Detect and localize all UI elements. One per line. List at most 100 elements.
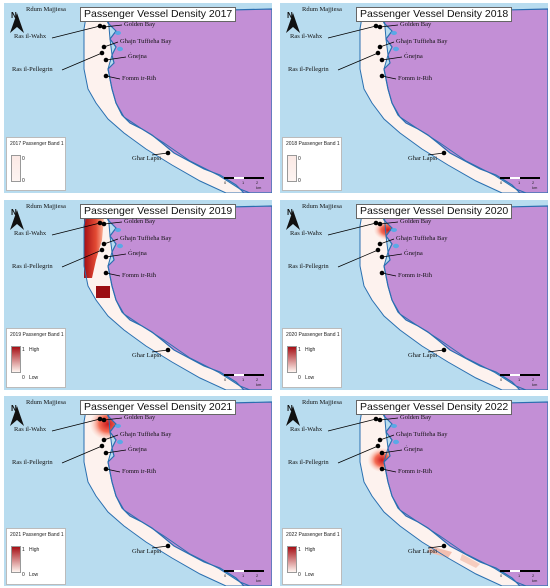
scale-label-0: 0 xyxy=(500,180,503,185)
place-label-ghajn-tuffieha: Għajn Tuffieħa Bay xyxy=(396,38,448,45)
place-label-ghajn-tuffieha: Għajn Tuffieħa Bay xyxy=(396,235,448,242)
panel-title: Passenger Vessel Density 2022 xyxy=(356,400,513,415)
place-label-golden-bay: Golden Bay xyxy=(400,414,432,421)
panel-title: Passenger Vessel Density 2017 xyxy=(80,7,237,22)
place-label-fomm-rih: Fomm ir-Riħ xyxy=(122,468,156,475)
place-label-rdum: Rdum Majjiesa xyxy=(302,399,342,406)
place-label-ras-pellegrin: Ras il-Pellegrin xyxy=(288,263,329,270)
legend-top-value: 1 xyxy=(298,347,301,353)
legend-top-value: 1 xyxy=(22,347,25,353)
place-label-gnejna: Ġnejna xyxy=(404,250,423,257)
place-label-gnejna: Ġnejna xyxy=(128,250,147,257)
place-label-fomm-rih: Fomm ir-Riħ xyxy=(398,75,432,82)
place-label-rdum: Rdum Majjiesa xyxy=(26,203,66,210)
panel-title: Passenger Vessel Density 2020 xyxy=(356,204,513,219)
scale-label-2: 2 km xyxy=(532,180,538,190)
legend-top-value: 1 xyxy=(298,547,301,553)
place-label-rdum: Rdum Majjiesa xyxy=(302,203,342,210)
map-panel-5: N Passenger Vessel Density 2021 Rdum Maj… xyxy=(4,396,272,586)
legend-bottom-value: 0 xyxy=(298,375,301,381)
north-arrow-icon: N xyxy=(8,402,26,428)
scale-label-0: 0 xyxy=(500,377,503,382)
place-label-golden-bay: Golden Bay xyxy=(124,414,156,421)
legend-title: 2022 Passenger Band 1 xyxy=(286,532,340,538)
scale-bar: 0 1 2 km xyxy=(224,374,264,387)
legend: 2022 Passenger Band 1 1 High 0 Low xyxy=(282,528,342,585)
place-label-ras-wahx: Ras il-Waħx xyxy=(290,33,323,40)
legend-low-label: Low xyxy=(29,375,39,381)
place-label-rdum: Rdum Majjiesa xyxy=(26,6,66,13)
place-label-golden-bay: Golden Bay xyxy=(124,21,156,28)
legend-high-label: High xyxy=(305,347,316,353)
density-raster xyxy=(84,15,250,193)
legend-bottom-value: 0 xyxy=(22,572,25,578)
place-label-ras-pellegrin: Ras il-Pellegrin xyxy=(12,263,53,270)
legend: 2017 Passenger Band 1 0 0 xyxy=(6,137,66,191)
panel-title: Passenger Vessel Density 2019 xyxy=(80,204,237,219)
scale-label-2: 2 km xyxy=(256,573,262,583)
legend-high-label: High xyxy=(29,347,40,353)
place-label-fomm-rih: Fomm ir-Riħ xyxy=(122,272,156,279)
place-label-golden-bay: Golden Bay xyxy=(124,218,156,225)
legend-high-label: High xyxy=(29,547,40,553)
legend-title: 2019 Passenger Band 1 xyxy=(10,332,64,338)
place-label-fomm-rih: Fomm ir-Riħ xyxy=(398,272,432,279)
legend-low-label: Low xyxy=(305,572,315,578)
legend-color-ramp xyxy=(11,155,21,182)
scale-bar: 0 1 2 km xyxy=(500,570,540,583)
scale-bar: 0 1 2 km xyxy=(500,374,540,387)
legend-bottom-value: 0 xyxy=(298,572,301,578)
legend-color-ramp xyxy=(287,346,297,373)
legend-low-label: Low xyxy=(29,572,39,578)
land-area xyxy=(379,8,548,193)
land-area xyxy=(103,401,272,586)
legend: 2021 Passenger Band 1 1 High 0 Low xyxy=(6,528,66,585)
place-label-ghar-lapsi: Għar Lapsi xyxy=(408,155,438,162)
legend-title: 2020 Passenger Band 1 xyxy=(286,332,340,338)
panel-title: Passenger Vessel Density 2018 xyxy=(356,7,513,22)
coastline xyxy=(359,14,527,193)
north-arrow-icon: N xyxy=(284,206,302,232)
coastline xyxy=(83,407,251,586)
scale-label-2: 2 km xyxy=(532,377,538,387)
legend-top-value: 1 xyxy=(22,547,25,553)
density-raster xyxy=(360,15,526,193)
scale-label-0: 0 xyxy=(224,180,227,185)
scale-label-1: 1 xyxy=(518,573,521,578)
legend-bottom-value: 0 xyxy=(298,178,301,184)
legend-top-value: 0 xyxy=(22,156,25,162)
legend-high-label: High xyxy=(305,547,316,553)
scale-label-1: 1 xyxy=(242,180,245,185)
scale-label-1: 1 xyxy=(242,377,245,382)
scale-bar: 0 1 2 km xyxy=(224,570,264,583)
place-label-gnejna: Ġnejna xyxy=(128,446,147,453)
place-label-ghajn-tuffieha: Għajn Tuffieħa Bay xyxy=(120,431,172,438)
place-label-gnejna: Ġnejna xyxy=(128,53,147,60)
north-arrow-icon: N xyxy=(8,206,26,232)
place-label-gnejna: Ġnejna xyxy=(404,446,423,453)
place-label-gnejna: Ġnejna xyxy=(404,53,423,60)
place-label-golden-bay: Golden Bay xyxy=(400,21,432,28)
place-label-ghajn-tuffieha: Għajn Tuffieħa Bay xyxy=(120,235,172,242)
scale-label-2: 2 km xyxy=(532,573,538,583)
north-label: N xyxy=(11,404,17,413)
scale-label-1: 1 xyxy=(518,377,521,382)
place-label-ghar-lapsi: Għar Lapsi xyxy=(408,352,438,359)
north-label: N xyxy=(287,404,293,413)
north-arrow-icon: N xyxy=(8,9,26,35)
north-label: N xyxy=(287,208,293,217)
map-panel-4: N Passenger Vessel Density 2020 Rdum Maj… xyxy=(280,200,548,390)
place-label-ras-pellegrin: Ras il-Pellegrin xyxy=(288,459,329,466)
map-svg xyxy=(280,396,548,586)
place-label-ghar-lapsi: Għar Lapsi xyxy=(132,155,162,162)
land-area xyxy=(103,8,272,193)
coastline xyxy=(359,211,527,390)
coastline xyxy=(83,14,251,193)
legend-low-label: Low xyxy=(305,375,315,381)
legend: 2020 Passenger Band 1 1 High 0 Low xyxy=(282,328,342,388)
legend-color-ramp xyxy=(287,155,297,182)
legend-title: 2017 Passenger Band 1 xyxy=(10,141,64,147)
place-label-ras-pellegrin: Ras il-Pellegrin xyxy=(12,459,53,466)
scale-label-1: 1 xyxy=(242,573,245,578)
map-panel-1: N Passenger Vessel Density 2017 Rdum Maj… xyxy=(4,3,272,193)
